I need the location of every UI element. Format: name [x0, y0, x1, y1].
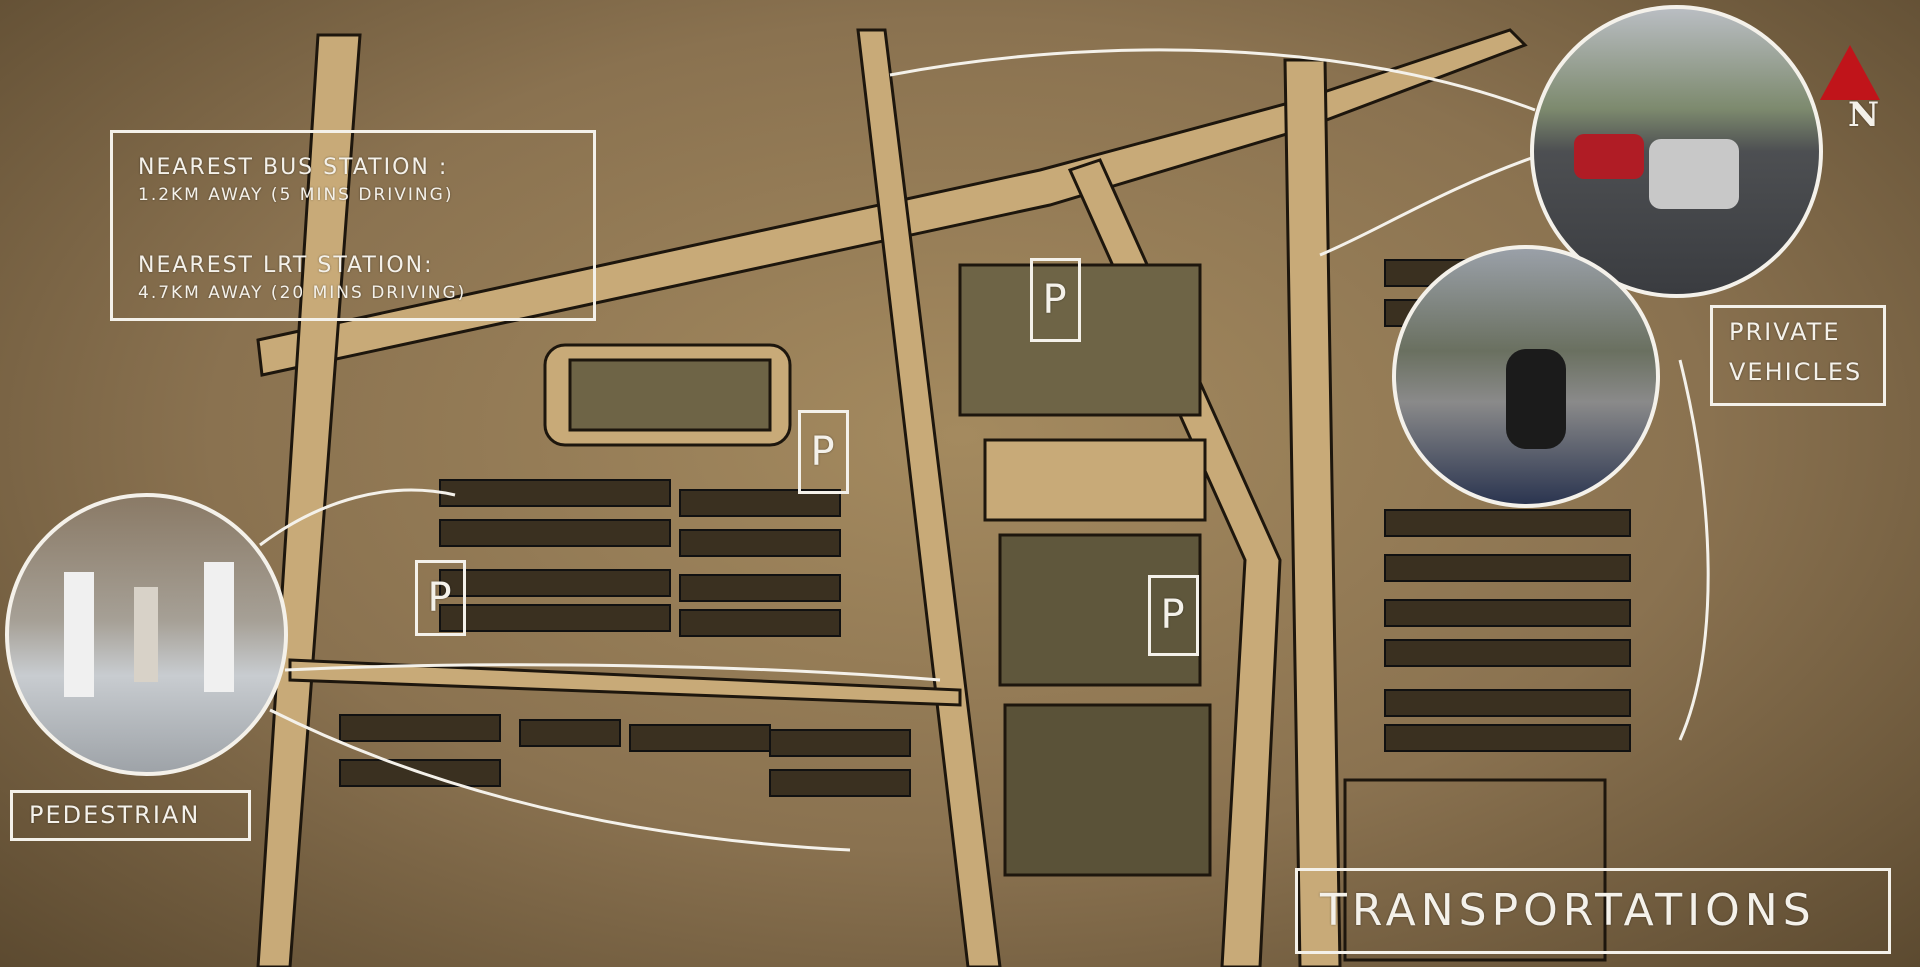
person	[64, 572, 94, 697]
private-vehicles-label: PRIVATE VEHICLES	[1710, 305, 1886, 406]
parking-row	[1384, 724, 1631, 752]
parking-row	[1384, 689, 1631, 717]
parking-row	[519, 719, 621, 747]
parking-row	[1384, 639, 1631, 667]
buildings	[543, 263, 1607, 962]
arrow-ped-2	[284, 663, 941, 682]
parking-row	[769, 729, 911, 757]
title-frame: TRANSPORTATIONS	[1295, 868, 1891, 954]
arrow-ped-3	[269, 708, 851, 852]
arrow-bus	[889, 48, 1536, 112]
pedestrian-text: PEDESTRIAN	[29, 801, 201, 829]
info-box: NEAREST BUS STATION : 1.2KM AWAY (5 MINS…	[110, 130, 596, 321]
parking-row	[679, 609, 841, 637]
parking-marker: P	[1148, 575, 1199, 656]
parking-marker: P	[415, 560, 466, 636]
private-label-line2: VEHICLES	[1729, 358, 1863, 386]
arrow-ped-1	[259, 488, 456, 547]
parking-row	[439, 604, 671, 632]
parking-row	[439, 519, 671, 547]
parking-row	[679, 529, 841, 557]
lrt-station-title: NEAREST LRT STATION:	[138, 253, 434, 278]
parking-row	[439, 479, 671, 507]
private-label-line1: PRIVATE	[1729, 318, 1841, 346]
east-road	[1283, 58, 1342, 967]
parking-row	[629, 724, 771, 752]
motorcycle-photo	[1392, 245, 1660, 508]
central-road	[856, 28, 1002, 967]
north-label: N	[1848, 95, 1882, 135]
pedestrian-photo	[5, 493, 288, 776]
parking-row	[679, 489, 841, 517]
traffic-photo	[1530, 5, 1823, 298]
red-car	[1574, 134, 1644, 179]
roads	[256, 28, 1528, 967]
parking-row	[439, 569, 671, 597]
parking-row	[1384, 509, 1631, 537]
silver-car	[1649, 139, 1739, 209]
rider	[1506, 349, 1566, 449]
pedestrian-label: PEDESTRIAN	[10, 790, 251, 841]
parking-row	[679, 574, 841, 602]
arrow-private	[1678, 359, 1710, 741]
person	[204, 562, 234, 692]
parking-row	[769, 769, 911, 797]
lrt-station-detail: 4.7KM AWAY (20 MINS DRIVING)	[138, 283, 467, 303]
south-road	[288, 658, 962, 707]
parking-row	[1384, 599, 1631, 627]
north-arrow-icon	[1820, 45, 1880, 100]
parking-marker: P	[1030, 258, 1081, 342]
bus-station-detail: 1.2KM AWAY (5 MINS DRIVING)	[138, 185, 454, 205]
bus-station-title: NEAREST BUS STATION :	[138, 155, 449, 180]
page-title: TRANSPORTATIONS	[1320, 885, 1816, 936]
parking-row	[339, 714, 501, 742]
arrow-vehicles	[1319, 153, 1541, 257]
parking-marker: P	[798, 410, 849, 494]
curved-road	[1067, 158, 1282, 967]
parking-row	[1384, 554, 1631, 582]
flow-arrows	[259, 48, 1710, 852]
person	[134, 587, 158, 682]
